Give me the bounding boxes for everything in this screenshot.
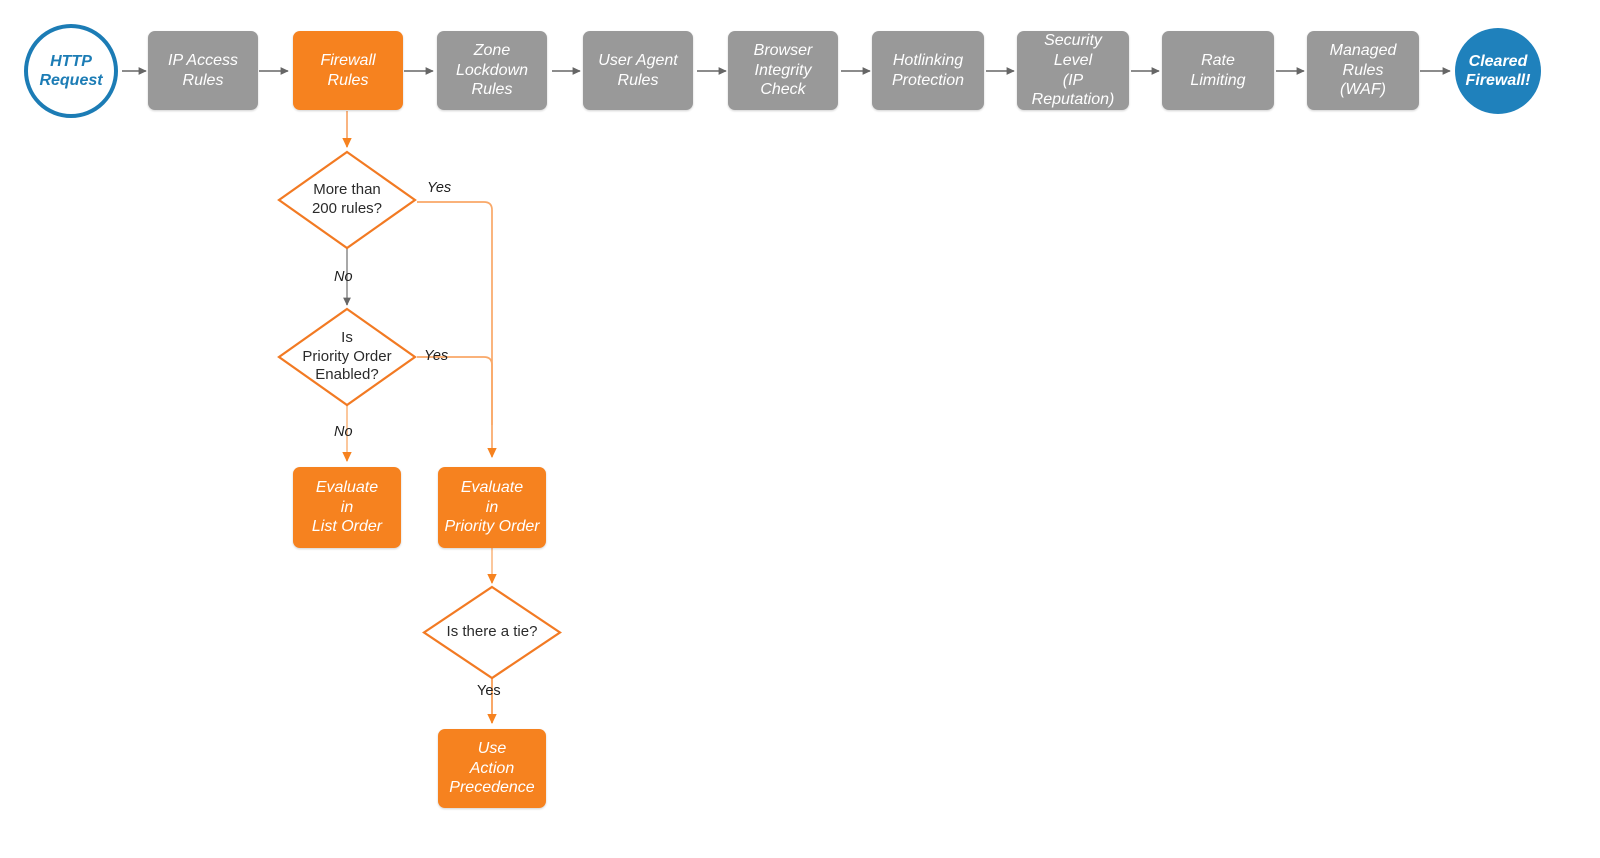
node-use-action-precedence[interactable]: Use Action Precedence [438, 729, 546, 808]
node-evaluate-in-list-order-line-0: Evaluate [315, 479, 379, 497]
node-zone-lockdown-rules-line-0: Zone [473, 42, 511, 60]
node-hotlinking-protection-line-1: Protection [891, 71, 965, 89]
node-evaluate-in-priority-order-line-0: Evaluate [460, 479, 524, 497]
edge-label-yes-priority-order: Yes [424, 348, 449, 364]
decision-is-priority-order-enabled-label: Is Priority Order Enabled? [302, 328, 392, 384]
node-evaluate-in-list-order[interactable]: Evaluate in List Order [293, 467, 401, 548]
node-user-agent-rules-line-1: Rules [617, 71, 659, 89]
decision-is-there-a-tie[interactable]: Is there a tie? [422, 585, 562, 680]
edge-decision1-yes [417, 201, 497, 458]
node-firewall-rules-line-1: Rules [327, 71, 369, 89]
node-browser-integrity-check-line-1: Integrity [754, 61, 812, 79]
node-rate-limiting-line-0: Rate [1201, 51, 1235, 69]
edge-label-no-more-than-200: No [334, 269, 353, 285]
node-zone-lockdown-rules-line-1: Lockdown [455, 61, 529, 79]
node-rate-limiting-line-1: Limiting [1190, 71, 1246, 89]
node-browser-integrity-check[interactable]: Browser Integrity Check [728, 31, 838, 110]
node-evaluate-in-priority-order[interactable]: Evaluate in Priority Order [438, 467, 546, 548]
node-security-level[interactable]: Security Level (IP Reputation) [1017, 31, 1129, 110]
node-managed-rules-waf[interactable]: Managed Rules (WAF) [1307, 31, 1419, 110]
node-zone-lockdown-rules-line-2: Rules [471, 81, 513, 99]
node-use-action-precedence-line-1: Action [469, 759, 515, 777]
decision-is-there-a-tie-label: Is there a tie? [446, 623, 538, 641]
node-cleared-firewall-line-0: Cleared [1468, 52, 1528, 70]
node-firewall-rules-line-0: Firewall [320, 51, 376, 69]
diamond-shape [422, 585, 562, 680]
node-ip-access-rules[interactable]: IP Access Rules [148, 31, 258, 110]
node-security-level-line-0: Security [1044, 32, 1102, 50]
node-user-agent-rules[interactable]: User Agent Rules [583, 31, 693, 110]
node-http-request-line-1: Request [39, 72, 103, 89]
node-managed-rules-waf-line-0: Managed [1329, 42, 1397, 60]
node-browser-integrity-check-line-2: Check [760, 81, 806, 99]
edge-decision2-yes [417, 356, 493, 425]
node-rate-limiting[interactable]: Rate Limiting [1162, 31, 1274, 110]
node-managed-rules-waf-line-1: Rules [1342, 61, 1384, 79]
node-ip-access-rules-line-0: IP Access [168, 51, 238, 69]
node-firewall-rules[interactable]: Firewall Rules [293, 31, 403, 110]
node-evaluate-in-list-order-line-1: in [340, 498, 354, 516]
node-security-level-line-1: Level [1053, 51, 1093, 69]
node-cleared-firewall[interactable]: Cleared Firewall! [1455, 28, 1541, 114]
node-cleared-firewall-line-1: Firewall! [1465, 72, 1531, 89]
node-http-request[interactable]: HTTP Request [24, 24, 118, 118]
node-hotlinking-protection-line-0: Hotlinking [892, 51, 964, 69]
node-http-request-line-0: HTTP [50, 52, 92, 70]
decision-more-than-200-rules-label: More than 200 rules? [311, 181, 383, 217]
node-security-level-line-2: (IP Reputation) [1031, 71, 1115, 109]
node-evaluate-in-list-order-line-2: List Order [311, 518, 383, 536]
node-use-action-precedence-line-0: Use [477, 740, 507, 758]
diamond-shape [277, 307, 417, 407]
edge-label-yes-more-than-200: Yes [427, 180, 452, 196]
node-browser-integrity-check-line-0: Browser [753, 42, 813, 60]
edge-label-yes-tie: Yes [477, 683, 501, 699]
diamond-shape [277, 150, 417, 250]
decision-more-than-200-rules[interactable]: More than 200 rules? [277, 150, 417, 250]
node-ip-access-rules-line-1: Rules [182, 71, 224, 89]
node-evaluate-in-priority-order-line-1: in [485, 498, 499, 516]
node-hotlinking-protection[interactable]: Hotlinking Protection [872, 31, 984, 110]
node-managed-rules-waf-line-2: (WAF) [1340, 81, 1386, 99]
decision-is-priority-order-enabled[interactable]: Is Priority Order Enabled? [277, 307, 417, 407]
edge-label-no-priority-order: No [334, 424, 353, 440]
node-user-agent-rules-line-0: User Agent [598, 51, 678, 69]
node-evaluate-in-priority-order-line-2: Priority Order [444, 518, 540, 536]
node-zone-lockdown-rules[interactable]: Zone Lockdown Rules [437, 31, 547, 110]
node-use-action-precedence-line-2: Precedence [449, 779, 535, 797]
